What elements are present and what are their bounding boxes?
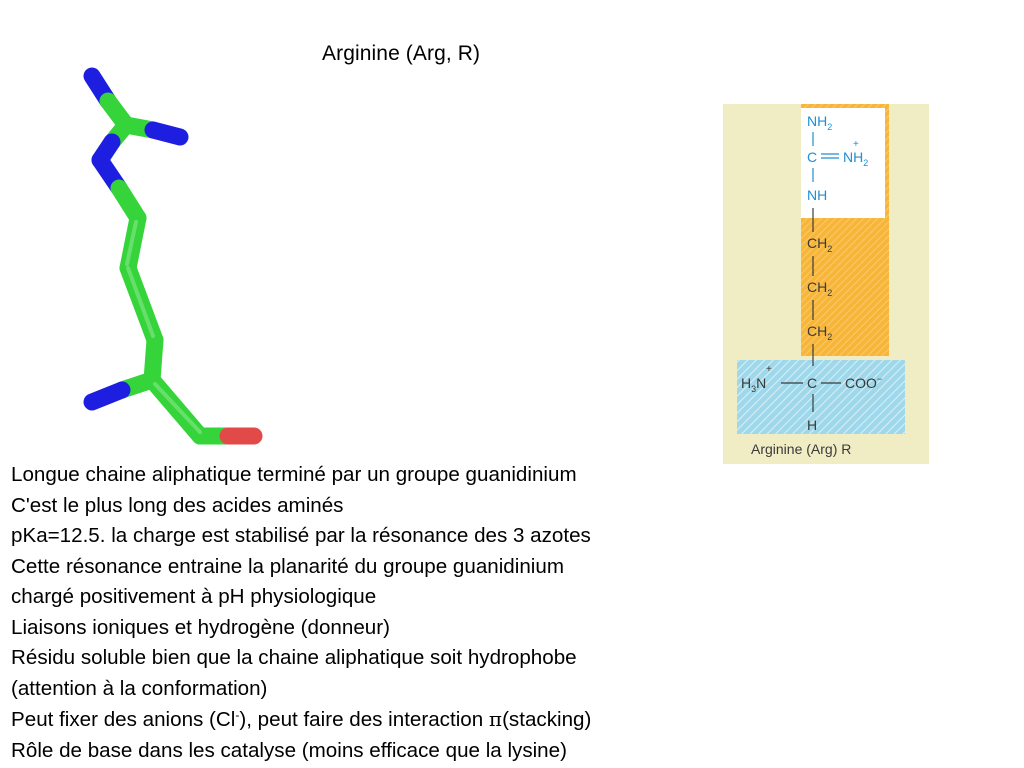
list-item: Longue chaine aliphatique terminé par un… (11, 463, 577, 486)
list-item: Peut fixer des anions (Cl-), peut faire … (11, 707, 592, 731)
bond-c-c (119, 259, 164, 349)
h-label: H (807, 417, 817, 433)
plus-sign: + (853, 139, 859, 150)
guanidino-c-label: C (807, 149, 817, 165)
backbone-highlight (737, 360, 905, 434)
pi-symbol: π (488, 707, 503, 731)
nh2-plus-label: NH (843, 149, 863, 165)
list-item: pKa=12.5. la charge est stabilisé par la… (11, 524, 591, 547)
guanidino-box (801, 108, 885, 218)
nh-label: NH (807, 187, 827, 203)
svg-text:NH2: NH2 (807, 113, 832, 132)
svg-text:CH2: CH2 (807, 235, 832, 254)
arginine-stick-model (83, 67, 263, 445)
svg-text:CH2: CH2 (807, 323, 832, 342)
arginine-structure-diagram: NH2 C + NH2 NH CH2 CH2 CH2 H3N + C COO− … (723, 104, 929, 464)
h3-label: H (741, 375, 751, 391)
svg-text:CH2: CH2 (807, 279, 832, 298)
ch2-label: CH (807, 235, 827, 251)
svg-text:COO−: COO− (845, 374, 882, 391)
structure-caption: Arginine (Arg) R (751, 441, 851, 457)
bond-c-c (143, 371, 209, 445)
ch2-label: CH (807, 279, 827, 295)
svg-text:NH2: NH2 (843, 149, 868, 168)
ch2-label: CH (807, 323, 827, 339)
n-label: N (756, 375, 766, 391)
bond-c-n (83, 381, 131, 411)
list-item: C'est le plus long des acides aminés (11, 493, 344, 517)
list-item: (attention à la conformation) (11, 676, 268, 700)
description-list: Longue chaine aliphatique terminé par un… (11, 460, 591, 766)
coo-label: COO (845, 375, 877, 391)
list-item: Liaisons ioniques et hydrogène (donneur) (11, 615, 390, 639)
nh2-label: NH (807, 113, 827, 129)
list-item: Résidu soluble bien que la chaine alipha… (11, 646, 577, 669)
svg-text:H3N: H3N (741, 375, 766, 394)
list-item: chargé positivement à pH physiologique (11, 585, 377, 608)
alpha-c-label: C (807, 375, 817, 391)
list-item: Cette résonance entraine la planarité du… (11, 554, 564, 578)
bond-c-n (144, 121, 189, 146)
plus-sign: + (766, 364, 772, 375)
page-title: Arginine (Arg, R) (322, 42, 481, 65)
list-item: Rôle de base dans les catalyse (moins ef… (11, 738, 567, 762)
